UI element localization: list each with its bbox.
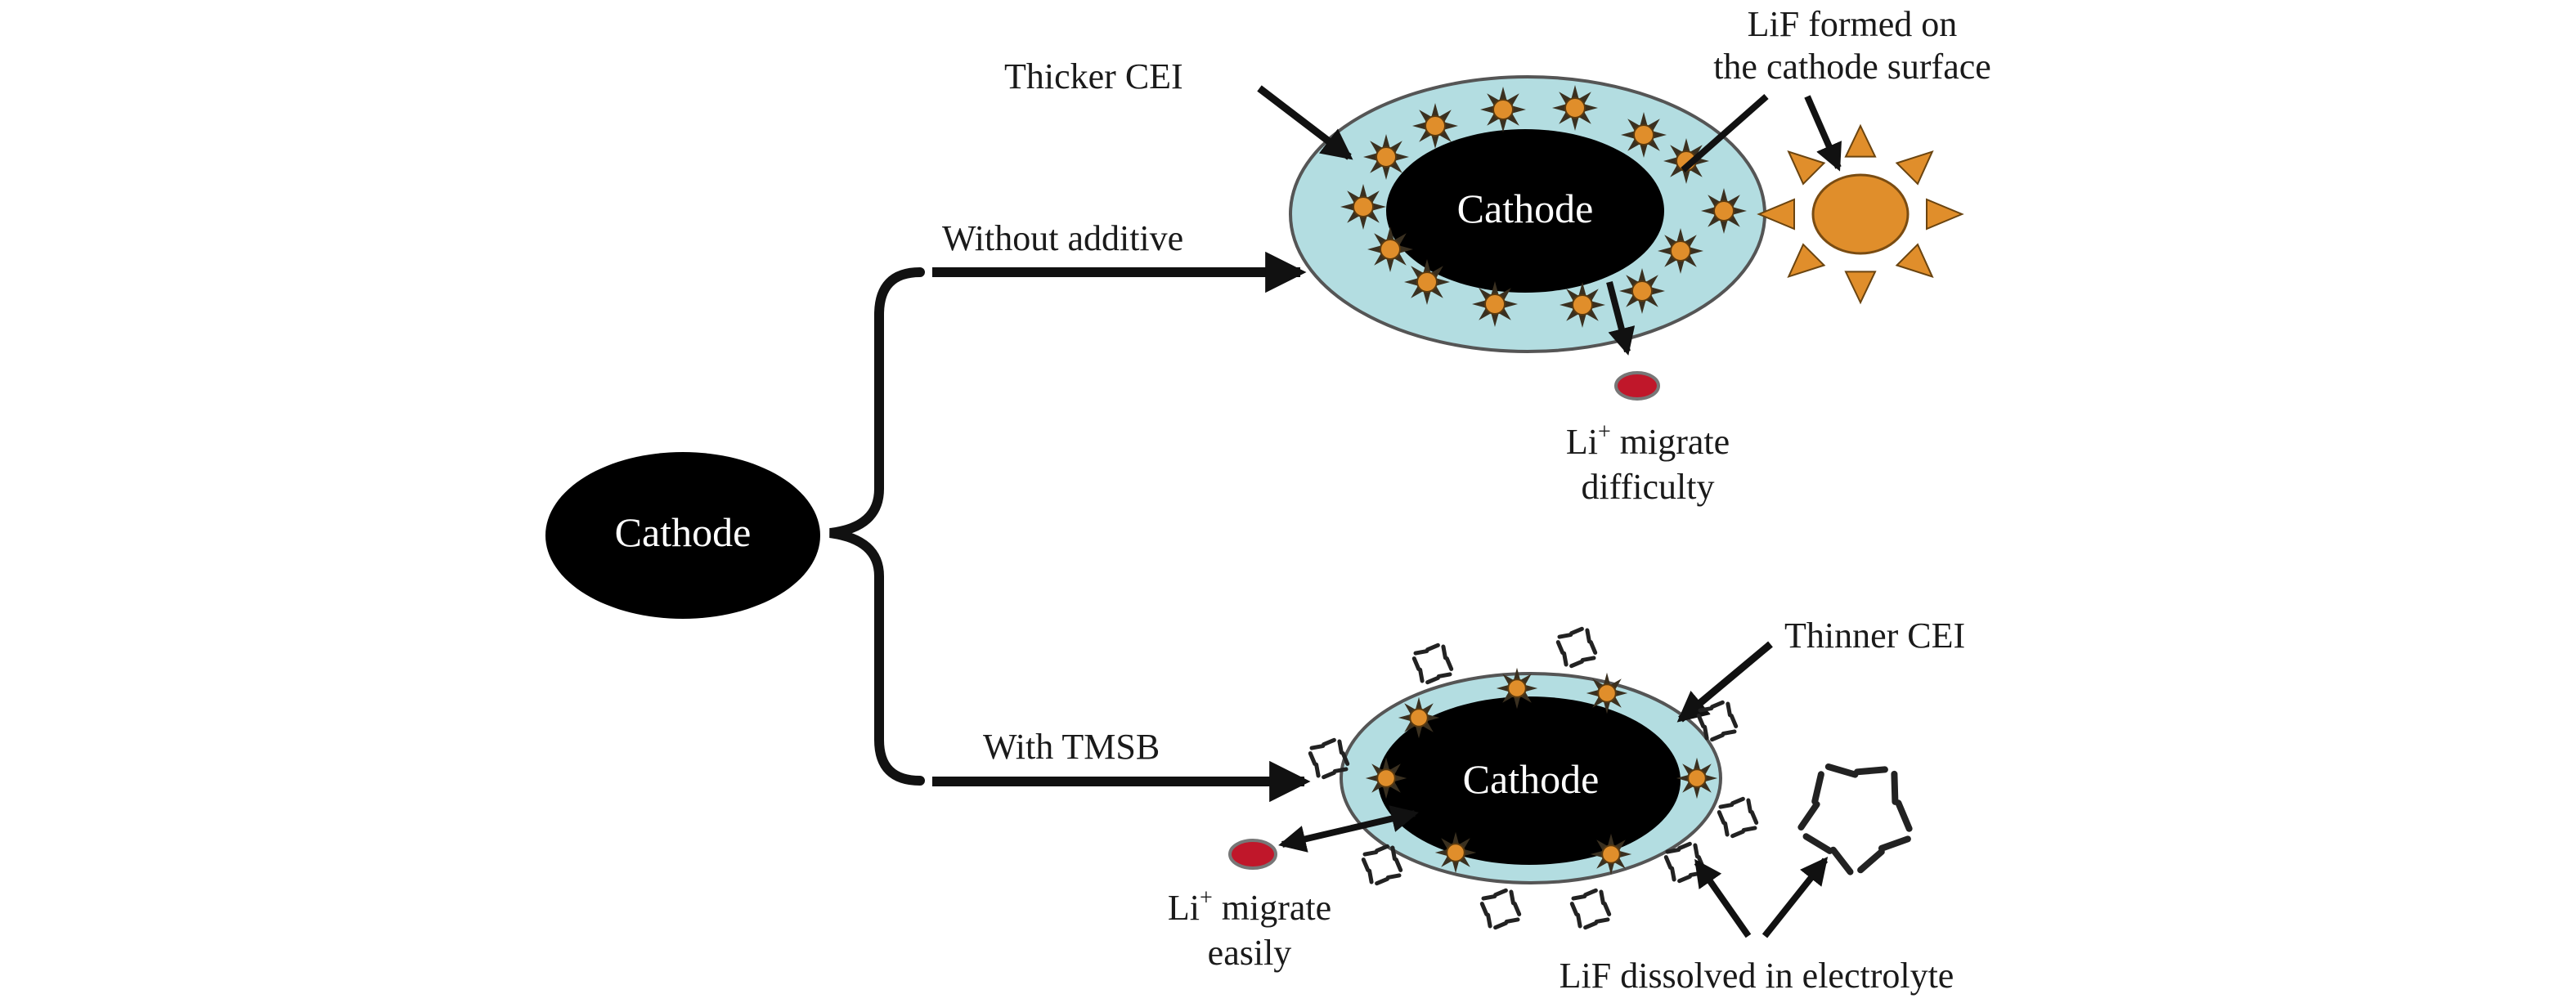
lif-spike	[1844, 271, 1877, 305]
bottom-lif-particle	[1365, 757, 1407, 799]
lif-spike	[1895, 243, 1934, 279]
dissolved-lif-cluster	[1361, 844, 1403, 886]
dissolved-lif-cluster	[1717, 796, 1759, 839]
top-li-label-line2: difficulty	[1582, 467, 1715, 507]
thicker-cei-pointer	[1257, 85, 1353, 160]
top-lif-particle	[1619, 268, 1665, 314]
dissolved-lif-cluster	[1411, 643, 1454, 685]
dissolved-lif-cluster	[1797, 763, 1913, 875]
dissolved-lif-cluster	[1696, 700, 1739, 742]
lif-dissolved-label: LiF dissolved in electrolyte	[1560, 956, 1954, 996]
top-lif-particle	[1412, 103, 1458, 149]
lif-formed-pointer-in	[1681, 94, 1769, 172]
bottom-particle: Cathode	[1340, 667, 1722, 884]
top-lif-particle	[1621, 112, 1667, 158]
lif-dissolved-pointer-left	[1694, 858, 1752, 938]
lif-spike	[1787, 150, 1826, 186]
top-particle: Cathode	[1289, 75, 1766, 353]
bottom-lif-particle	[1496, 667, 1538, 710]
bottom-li-migration-arrow	[1278, 805, 1419, 853]
dissolved-lif-cluster	[1308, 737, 1350, 780]
dissolved-lif-cluster	[1569, 888, 1612, 930]
top-lif-particle	[1701, 188, 1747, 234]
top-lif-particle	[1658, 228, 1703, 274]
dissolved-lif-fragments	[1308, 626, 1913, 930]
lif-spike	[1844, 123, 1877, 158]
lif-large-spikes	[1757, 123, 1964, 305]
top-li-ion	[1614, 371, 1660, 401]
bottom-lif-particle	[1586, 672, 1628, 714]
left-cathode-shape	[545, 452, 820, 619]
thinner-cei-pointer	[1676, 641, 1773, 723]
top-cathode-label: Cathode	[1457, 186, 1594, 231]
without-additive-label: Without additive	[942, 218, 1183, 258]
bottom-li-ion	[1228, 839, 1277, 870]
top-cathode-core	[1386, 129, 1664, 293]
lif-spike	[1895, 150, 1934, 186]
bottom-lif-particle	[1434, 831, 1477, 874]
top-lif-particle	[1363, 134, 1409, 180]
lif-spike	[1787, 243, 1826, 279]
top-lif-particle	[1340, 184, 1386, 230]
top-lif-particle	[1367, 226, 1413, 272]
lif-formed-pointer-out	[1804, 95, 1842, 172]
top-lif-particle	[1560, 282, 1605, 328]
top-lif-particle	[1480, 87, 1526, 132]
top-lif-particle	[1663, 138, 1709, 184]
thinner-cei-label: Thinner CEI	[1784, 616, 1965, 656]
lif-formed-label-line2: the cathode surface	[1713, 47, 1991, 87]
lif-spike	[1926, 198, 1964, 231]
top-lif-particle	[1552, 85, 1598, 131]
bottom-cathode-label: Cathode	[1463, 756, 1600, 802]
bottom-cathode-core	[1378, 696, 1681, 865]
bottom-li-label-line2: easily	[1208, 933, 1292, 973]
left-cathode: Cathode	[545, 452, 820, 619]
top-li-migration-arrow	[1606, 280, 1636, 356]
dissolved-lif-cluster	[1555, 626, 1598, 669]
bottom-lif-particle	[1590, 833, 1632, 875]
top-lif-particle	[1404, 259, 1450, 305]
branch-brace	[829, 267, 925, 786]
with-tmsb-label: With TMSB	[983, 727, 1160, 767]
left-cathode-label: Cathode	[615, 509, 752, 555]
lif-dissolved-pointer-right	[1761, 857, 1829, 938]
lif-spike	[1757, 198, 1795, 231]
lif-large-core	[1811, 173, 1910, 255]
dissolved-lif-cluster	[1479, 888, 1522, 930]
top-li-label-line1: Li+ migrate	[1566, 419, 1730, 462]
top-lif-particles	[1340, 85, 1747, 328]
lif-formed-label-line1: LiF formed on	[1748, 4, 1958, 44]
lif-large-particle	[1757, 123, 1964, 305]
bottom-lif-particle	[1398, 696, 1440, 739]
thicker-cei-label: Thicker CEI	[1004, 56, 1183, 96]
top-lif-particle	[1472, 281, 1518, 327]
bottom-lif-particle	[1676, 757, 1718, 799]
bottom-lif-particles	[1365, 667, 1718, 875]
bottom-li-label-line1: Li+ migrate	[1168, 885, 1331, 928]
